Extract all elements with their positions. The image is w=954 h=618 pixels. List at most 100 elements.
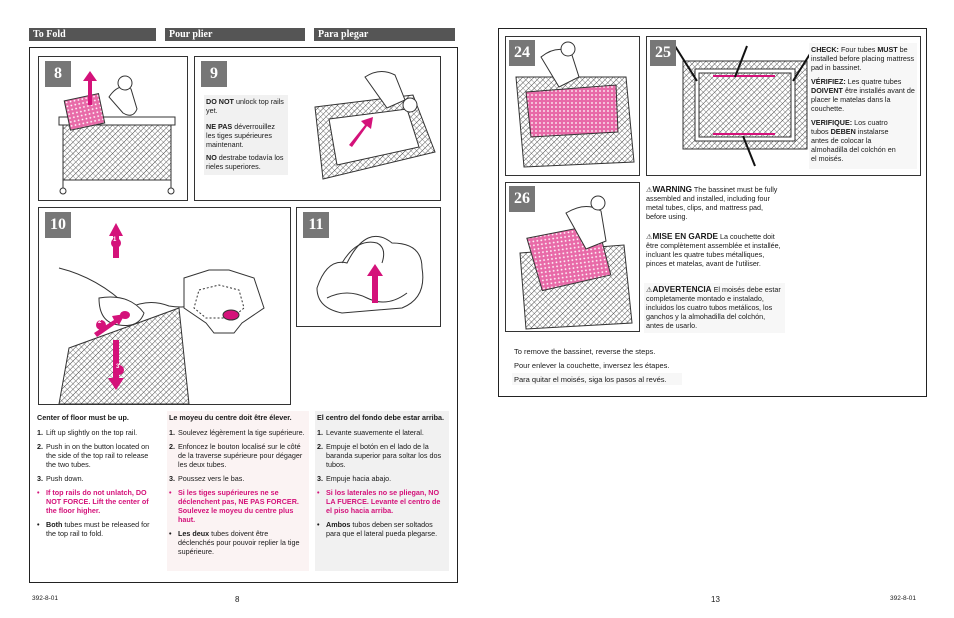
col-fr-item-3-num: 3. [169, 474, 175, 483]
check-es-label: VERIFIQUE: [811, 118, 853, 127]
check-en-must: MUST [877, 45, 898, 54]
step-25-panel: 25 CHECK: Four tubes MUST be installed b… [646, 36, 921, 176]
col-fr: Le moyeu du centre doit être élever. 1. S… [169, 413, 305, 556]
step-9-panel: 9 DO NOT unlock top rails yet. NE PAS dé… [194, 56, 441, 201]
warning-triangle-icon: ⚠ [646, 185, 653, 194]
callout-2-dot [96, 320, 106, 330]
check-fr-label: VÉRIFIEZ: [811, 77, 846, 86]
remove-fr: Pour enlever la couchette, inversez les … [514, 361, 670, 370]
col-en-item-2: Push in on the button located on the sid… [46, 442, 150, 469]
step-24-number: 24 [509, 40, 535, 66]
header-to-fold: To Fold [29, 28, 156, 41]
left-page-number: 8 [235, 595, 240, 604]
right-page-number: 13 [711, 595, 720, 604]
col-es-note-rest: tubos deben ser soltados para que el lat… [326, 520, 438, 538]
step-9-note-fr-rest: déverrouillez les tiges supérieures main… [206, 122, 275, 149]
step-10-panel: 10 1 2 3 [38, 207, 291, 405]
remove-es: Para quitar el moisés, siga los pasos al… [514, 375, 667, 384]
warning-fr: ⚠MISE EN GARDE La couchette doit être co… [646, 232, 782, 268]
step-9-note-en-bold: DO NOT [206, 97, 234, 106]
warning-en: ⚠WARNING The bassinet must be fully asse… [646, 185, 782, 221]
left-footer-code: 392-8-01 [32, 595, 59, 602]
col-en: Center of floor must be up. 1.Lift up sl… [37, 413, 157, 538]
warning-fr-head: MISE EN GARDE [652, 232, 718, 241]
step-9-note-fr: NE PAS déverrouillez les tiges supérieur… [206, 122, 286, 149]
step-11-illustration [316, 235, 424, 314]
col-en-note-bold: Both [46, 520, 63, 529]
check-en-mid: Four tubes [838, 45, 878, 54]
col-es: El centro del fondo debe estar arriba. 1… [317, 413, 447, 538]
header-pour-plier: Pour plier [165, 28, 305, 41]
col-en-item-3-num: 3. [37, 474, 43, 483]
step-9-note-es-rest: destrabe todavía los rieles superiores. [206, 153, 284, 171]
warning-triangle-icon: ⚠ [646, 285, 653, 294]
step-8-number: 8 [45, 61, 71, 87]
step-24-panel: 24 [505, 36, 640, 176]
col-en-note-rest: tubes must be released for the top rail … [46, 520, 150, 538]
step-26-illustration [519, 195, 633, 330]
callout-1-dot [111, 238, 121, 248]
callout-3-label: 3 [116, 364, 120, 370]
col-es-title: El centro del fondo debe estar arriba. [317, 413, 445, 422]
check-fr-mid: Les quatre tubes [845, 77, 902, 86]
col-en-item-1-num: 1. [37, 428, 43, 437]
col-fr-item-2-num: 2. [169, 442, 175, 451]
col-es-item-2: Empuje el botón en el lado de la baranda… [326, 442, 442, 469]
step-10-number: 10 [45, 212, 71, 238]
warning-en-text: The bassinet must be fully assembled and… [646, 185, 778, 221]
col-fr-note: Les deux tubes doivent être déclenchés p… [178, 529, 305, 556]
warning-fr-text: La couchette doit être complètement asse… [646, 232, 781, 268]
check-note-fr: VÉRIFIEZ: Les quatre tubes DOIVENT être … [811, 77, 917, 113]
col-es-note-bold: Ambos [326, 520, 351, 529]
step-25-number: 25 [650, 40, 676, 66]
col-en-note: Both tubes must be released for the top … [46, 520, 157, 538]
step-8-illustration [58, 71, 176, 195]
col-en-title: Center of floor must be up. [37, 413, 129, 422]
callout-2-label: 2 [98, 319, 102, 325]
step-9-number: 9 [201, 61, 227, 87]
check-es-mid: Los cuatro tubos [811, 118, 888, 136]
check-fr-rest: être installés avant de placer le matela… [811, 86, 915, 113]
col-fr-title: Le moyeu du centre doit être élever. [169, 413, 292, 422]
warning-es-bg [644, 283, 785, 333]
col-es-item-1-num: 1. [317, 428, 323, 437]
step-8-panel: 8 [38, 56, 188, 201]
col-fr-note-bold: Les deux [178, 529, 210, 538]
check-note-bg [809, 43, 917, 169]
callout-3-dot [114, 365, 124, 375]
step-9-note-fr-bold: NE PAS [206, 122, 233, 131]
col-es-item-3: Empuje hacia abajo. [326, 474, 392, 483]
step-11-number: 11 [303, 212, 329, 238]
left-page-frame [29, 47, 458, 583]
col-es-item-3-num: 3. [317, 474, 323, 483]
warning-es-head: ADVERTENCIA [652, 285, 712, 294]
col-en-item-3: Push down. [46, 474, 84, 483]
col-fr-item-3: Poussez vers le bas. [178, 474, 245, 483]
remove-es-bg [512, 373, 682, 385]
check-note-es: VERIFIQUE: Los cuatro tubos DEBEN instal… [811, 118, 897, 163]
step-9-note-bg [204, 95, 288, 175]
col-fr-item-1-num: 1. [169, 428, 175, 437]
right-page-frame [498, 28, 927, 397]
step-11-panel: 11 [296, 207, 441, 327]
col-fr-warning: Si les tiges supérieures ne se déclenche… [178, 488, 299, 524]
col-en-warning: If top rails do not unlatch, DO NOT FORC… [46, 488, 149, 515]
right-footer-code: 392-8-01 [890, 595, 917, 602]
check-es-rest: instalarse antes de colocar la almohadil… [811, 127, 896, 163]
step-9-note-es-bold: NO [206, 153, 217, 162]
step-9-note-en-rest: unlock top rails yet. [206, 97, 284, 115]
col-es-item-1: Levante suavemente el lateral. [326, 428, 424, 437]
check-es-deben: DEBEN [830, 127, 856, 136]
step-9-note-es: NO destrabe todavía los rieles superiore… [206, 153, 286, 171]
callout-1-label: 1 [113, 237, 117, 243]
step-9-note-en: DO NOT unlock top rails yet. [206, 97, 286, 115]
col-en-item-2-num: 2. [37, 442, 43, 451]
step-10-illustration [58, 223, 265, 404]
check-note-en: CHECK: Four tubes MUST be installed befo… [811, 45, 917, 72]
col-es-warning: Si los laterales no se pliegan, NO LA FU… [326, 488, 441, 515]
warning-es-text: El moisés debe estar completamente monta… [646, 285, 781, 330]
remove-en: To remove the bassinet, reverse the step… [514, 347, 656, 356]
col-es-note: Ambos tubos deben ser soltados para que … [326, 520, 447, 538]
col-fr-item-2: Enfoncez le bouton localisé sur le côté … [178, 442, 303, 469]
col-es-bg [315, 411, 449, 571]
